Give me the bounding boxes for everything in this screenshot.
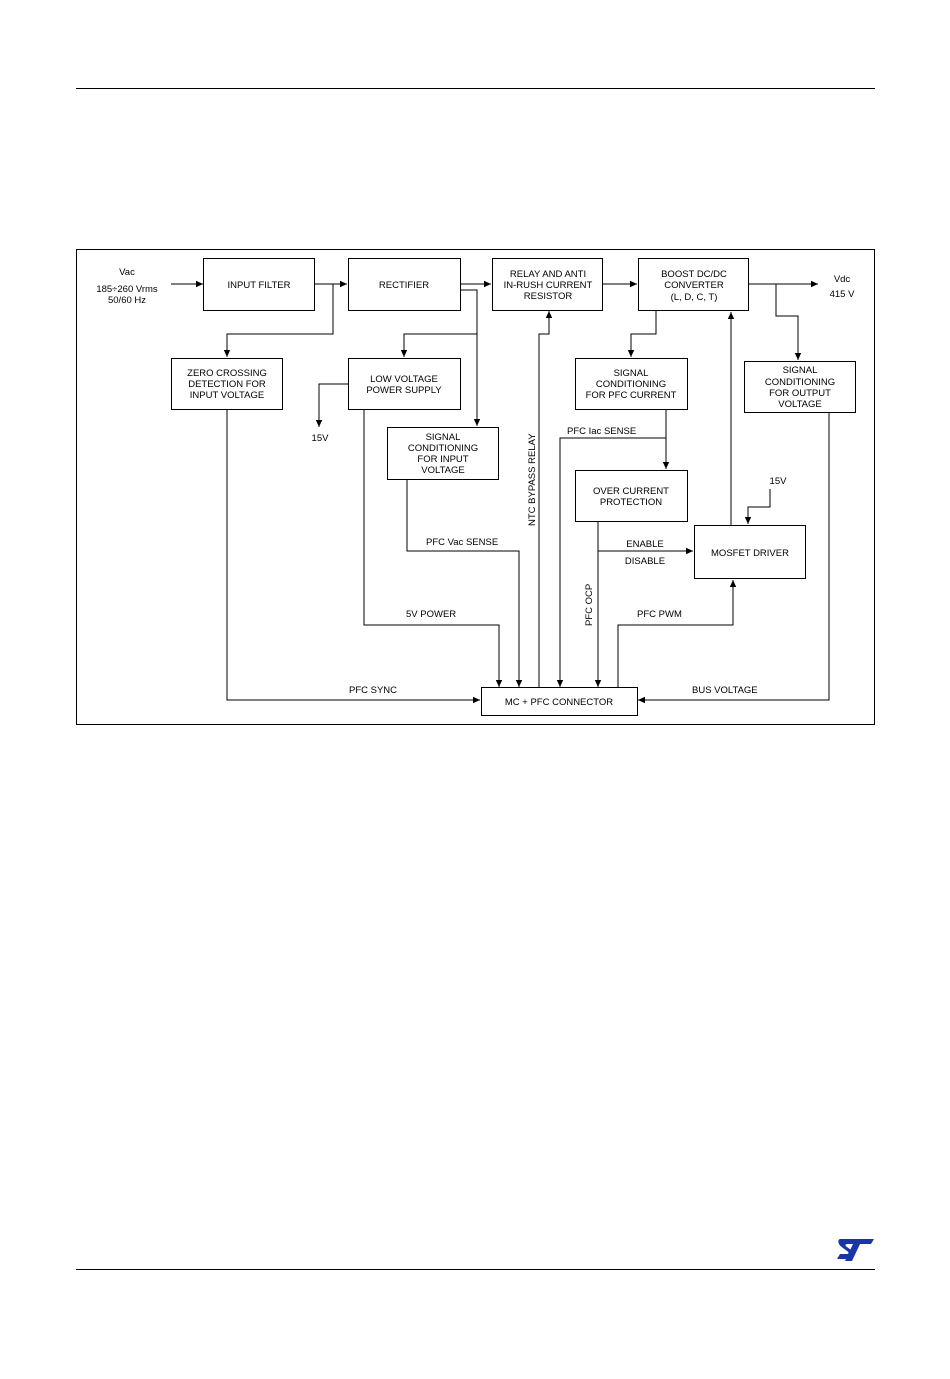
vdc-label: Vdc [834,274,851,285]
low-voltage-psu-block: LOW VOLTAGE POWER SUPPLY [348,358,461,410]
svg-text:ZERO CROSSING: ZERO CROSSING [187,368,267,379]
pfc-vac-sense-arrow [406,480,523,687]
power-5v-label: 5V POWER [406,609,456,620]
svg-text:(L, D, C, T): (L, D, C, T) [671,292,718,303]
svg-text:SIGNAL: SIGNAL [783,365,818,376]
pfc-iac-sense-label: PFC Iac SENSE [567,426,636,437]
pfc-vac-sense-label: PFC Vac SENSE [426,537,498,548]
rectifier-block: RECTIFIER [348,258,461,311]
svg-text:MOSFET DRIVER: MOSFET DRIVER [711,548,789,559]
mc-connector-block: MC + PFC CONNECTOR [481,687,638,716]
enable-label: ENABLE [626,539,664,550]
svg-text:RESISTOR: RESISTOR [524,291,573,302]
vac-range-label: 185÷260 Vrms [96,284,158,295]
pfc-iac-sense-arrow [556,437,666,687]
pfc-pwm-label: PFC PWM [637,609,682,620]
ntc-bypass-relay-label: NTC BYPASS RELAY [527,433,538,526]
pfc-sync-arrow [226,410,480,704]
svg-text:FOR OUTPUT: FOR OUTPUT [769,388,831,399]
driver-15v-label: 15V [770,476,788,487]
rectifier-label: RECTIFIER [379,280,429,291]
svg-text:FOR PFC CURRENT: FOR PFC CURRENT [586,390,677,401]
input-filter-label: INPUT FILTER [228,280,291,291]
vdc-value-label: 415 V [830,289,855,300]
ntc-bypass-relay-arrow [538,311,553,687]
svg-text:IN-RUSH CURRENT: IN-RUSH CURRENT [504,280,593,291]
driver-15v-arrow [744,489,771,524]
st-logo-icon [837,1239,874,1261]
svg-text:FOR INPUT: FOR INPUT [417,454,468,465]
sig-cond-input-block: SIGNAL CONDITIONING FOR INPUT VOLTAGE [387,427,499,480]
boost-to-sig-output-arrow [775,284,802,360]
signal-labels: Vac 185÷260 Vrms 50/60 Hz Vdc 415 V 15V … [96,267,855,696]
svg-text:BOOST DC/DC: BOOST DC/DC [661,269,727,280]
input-filter-block: INPUT FILTER [203,258,315,311]
power-5v-arrow [363,410,503,687]
svg-text:RELAY AND ANTI: RELAY AND ANTI [510,269,586,280]
boost-converter-block: BOOST DC/DC CONVERTER (L, D, C, T) [638,258,749,311]
svg-text:CONVERTER: CONVERTER [664,280,724,291]
svg-text:OVER CURRENT: OVER CURRENT [593,486,669,497]
sig-cond-pfc-current-block: SIGNAL CONDITIONING FOR PFC CURRENT [575,358,688,410]
filter-to-zero-crossing-arrow [223,284,334,357]
svg-text:POWER SUPPLY: POWER SUPPLY [366,385,442,396]
svg-text:SIGNAL: SIGNAL [426,432,461,443]
pfc-sync-label: PFC SYNC [349,685,397,696]
boost-to-sig-current-arrow [627,311,657,357]
over-current-block: OVER CURRENT PROTECTION [575,470,688,522]
svg-text:PROTECTION: PROTECTION [600,497,662,508]
zero-crossing-block: ZERO CROSSING DETECTION FOR INPUT VOLTAG… [171,358,283,410]
svg-text:SIGNAL: SIGNAL [614,368,649,379]
diagram-frame [76,249,875,725]
svg-text:CONDITIONING: CONDITIONING [596,379,666,390]
footer-rule [76,1269,875,1270]
vac-label: Vac [119,267,135,278]
svg-text:MC + PFC CONNECTOR: MC + PFC CONNECTOR [505,697,613,708]
relay-block: RELAY AND ANTI IN-RUSH CURRENT RESISTOR [492,258,603,311]
mosfet-driver-block: MOSFET DRIVER [694,525,806,579]
svg-text:VOLTAGE: VOLTAGE [778,399,821,410]
svg-text:DETECTION FOR: DETECTION FOR [188,379,266,390]
svg-text:CONDITIONING: CONDITIONING [765,377,835,388]
disable-label: DISABLE [625,556,665,567]
out-15v-label: 15V [312,433,330,444]
psu-15v-arrow [315,383,348,427]
connections [171,280,830,704]
bus-voltage-arrow [638,413,830,704]
svg-text:CONDITIONING: CONDITIONING [408,443,478,454]
vac-freq-label: 50/60 Hz [108,295,146,306]
pfc-ocp-label: PFC OCP [584,584,595,626]
svg-text:INPUT VOLTAGE: INPUT VOLTAGE [190,390,264,401]
sig-cond-output-block: SIGNAL CONDITIONING FOR OUTPUT VOLTAGE [744,361,856,413]
header-rule [76,88,875,89]
pfc-pwm-arrow [617,580,737,687]
svg-text:LOW VOLTAGE: LOW VOLTAGE [370,374,438,385]
bus-voltage-label: BUS VOLTAGE [692,685,758,696]
svg-text:VOLTAGE: VOLTAGE [421,465,464,476]
